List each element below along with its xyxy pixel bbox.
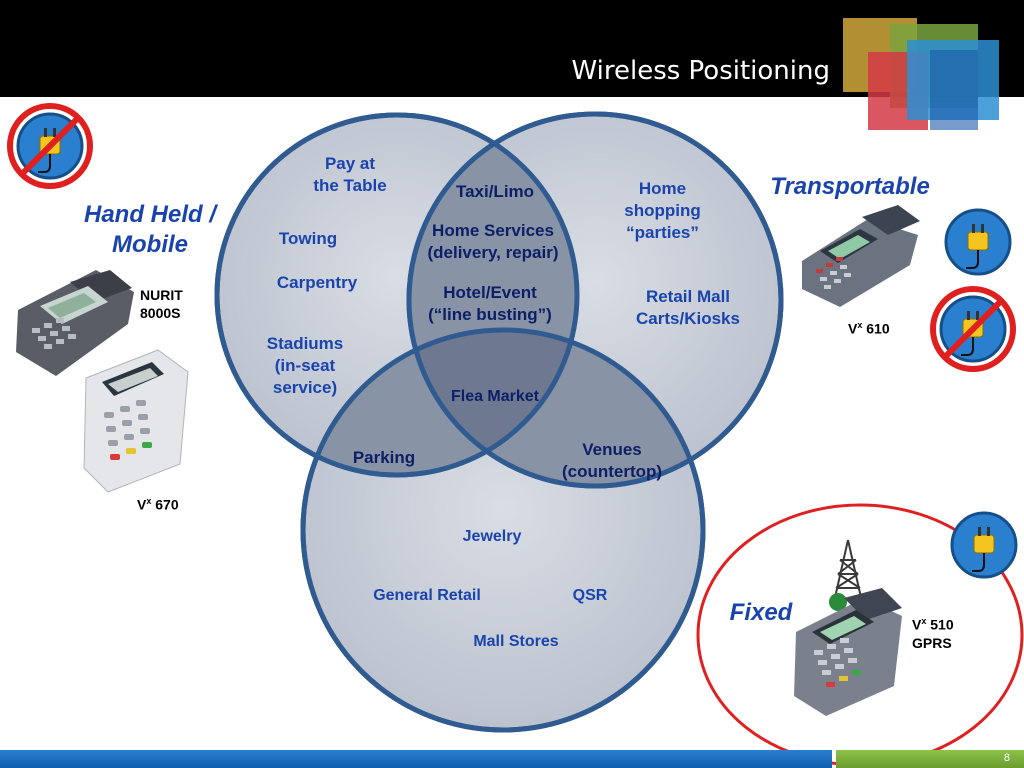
page-number: 8: [1003, 752, 1010, 764]
label-home-shopping: Home shopping “parties”: [624, 179, 701, 242]
vx610-terminal-image: [802, 205, 920, 307]
label-taxi-limo: Taxi/Limo: [455, 182, 535, 201]
overlap-right-bottom: [409, 330, 703, 486]
label-general-retail: General Retail: [373, 587, 481, 604]
power-plug-icon: [944, 208, 1012, 276]
globe-icon: [829, 593, 847, 611]
vx510-terminal-image: [794, 539, 902, 716]
label-jewelry: Jewelry: [462, 528, 522, 545]
circle-left-outline: [214, 112, 580, 478]
circle-bottom-outline: [300, 327, 706, 733]
label-carpentry: Carpentry: [276, 273, 358, 292]
vx670-terminal-image: [83, 349, 189, 493]
power-plug-prohibited-icon: [7, 103, 93, 189]
device-label-vx610: Vx 610: [848, 320, 890, 337]
category-transportable: Transportable: [770, 173, 930, 200]
category-fixed: Fixed: [729, 599, 793, 626]
label-towing: Towing: [278, 229, 338, 248]
device-label-vx670: Vx 670: [137, 496, 179, 513]
page-title: Wireless Positioning: [571, 56, 831, 86]
footer-bar-green: [836, 750, 1024, 768]
label-hotel-event: Hotel/Event (“line busting”): [428, 283, 552, 324]
overlap-left-bottom: [303, 330, 577, 475]
label-retail-mall: Retail Mall Carts/Kiosks: [636, 287, 740, 328]
antenna-tower-icon: [833, 539, 863, 603]
label-venues: Venues (countertop): [561, 440, 663, 481]
circle-right-outline: [406, 111, 784, 489]
nurit-terminal-image: [16, 270, 134, 376]
power-plug-icon: [950, 511, 1018, 579]
label-qsr: QSR: [572, 587, 608, 604]
label-flea-market: Flea Market: [450, 388, 540, 405]
label-home-services: Home Services (delivery, repair): [427, 221, 559, 262]
label-pay-at-table: Pay at the Table: [313, 154, 387, 195]
power-plug-prohibited-icon: [930, 286, 1016, 372]
label-mall-stores: Mall Stores: [473, 633, 559, 650]
label-stadiums: Stadiums (in-seat service): [266, 334, 344, 397]
label-parking: Parking: [352, 448, 416, 467]
footer-bar-blue: [0, 750, 832, 768]
device-label-nurit: NURIT 8000S: [140, 287, 183, 321]
category-handheld: Hand Held / Mobile: [83, 201, 216, 258]
